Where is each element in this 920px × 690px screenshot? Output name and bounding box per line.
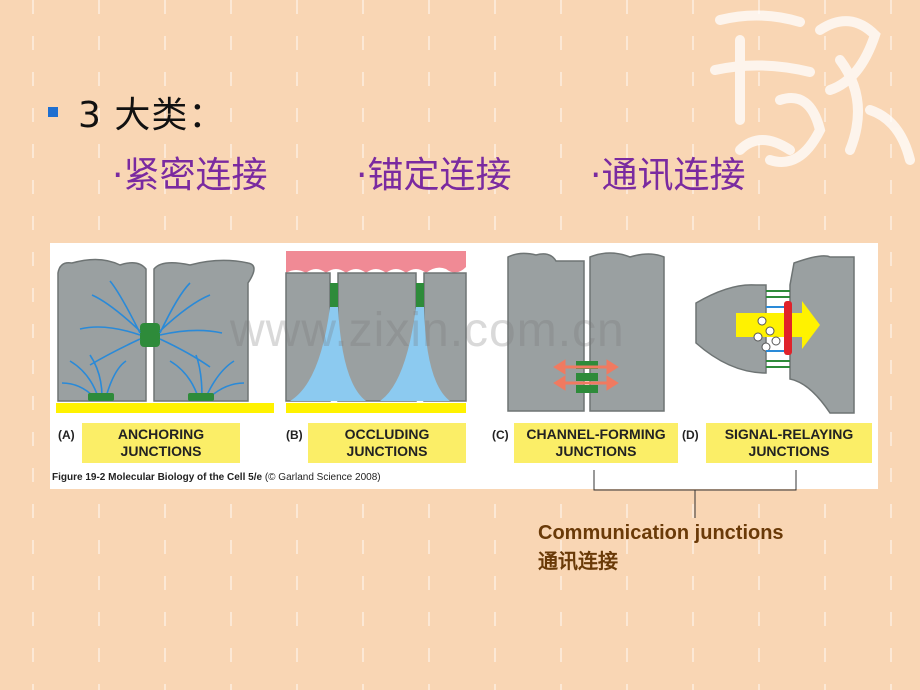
communication-chinese: 通讯连接 (538, 549, 618, 573)
bullet-square-icon (48, 107, 58, 117)
panel-letter-b: (B) (286, 428, 303, 442)
junctions-illustration (56, 251, 855, 414)
type-tight-junction: ·紧密连接 (112, 155, 268, 196)
panel-d-illustration (695, 255, 855, 414)
communication-junctions-note: Communication junctions 通讯连接 (538, 520, 784, 576)
seal-watermark-logo (710, 10, 915, 167)
panel-letter-d: (D) (682, 428, 699, 442)
type-communication-junction: ·通讯连接 (590, 155, 746, 196)
type-anchoring-junction: ·锚定连接 (356, 155, 512, 196)
junction-types-row: ·紧密连接 ·锚定连接 ·通讯连接 (0, 146, 920, 196)
panel-letter-a: (A) (58, 428, 75, 442)
communication-english: Communication junctions (538, 522, 784, 544)
figure-caption: Figure 19-2 Molecular Biology of the Cel… (52, 472, 381, 483)
panel-a-illustration (56, 258, 274, 413)
panel-letter-c: (C) (492, 428, 509, 442)
panel-b-illustration (285, 251, 467, 413)
heading-line: 3 大类： (48, 86, 225, 138)
panel-c-illustration (507, 252, 665, 412)
watermark-text: www.zixin.com.cn (230, 304, 625, 357)
heading-text: 3 大类： (78, 95, 226, 136)
